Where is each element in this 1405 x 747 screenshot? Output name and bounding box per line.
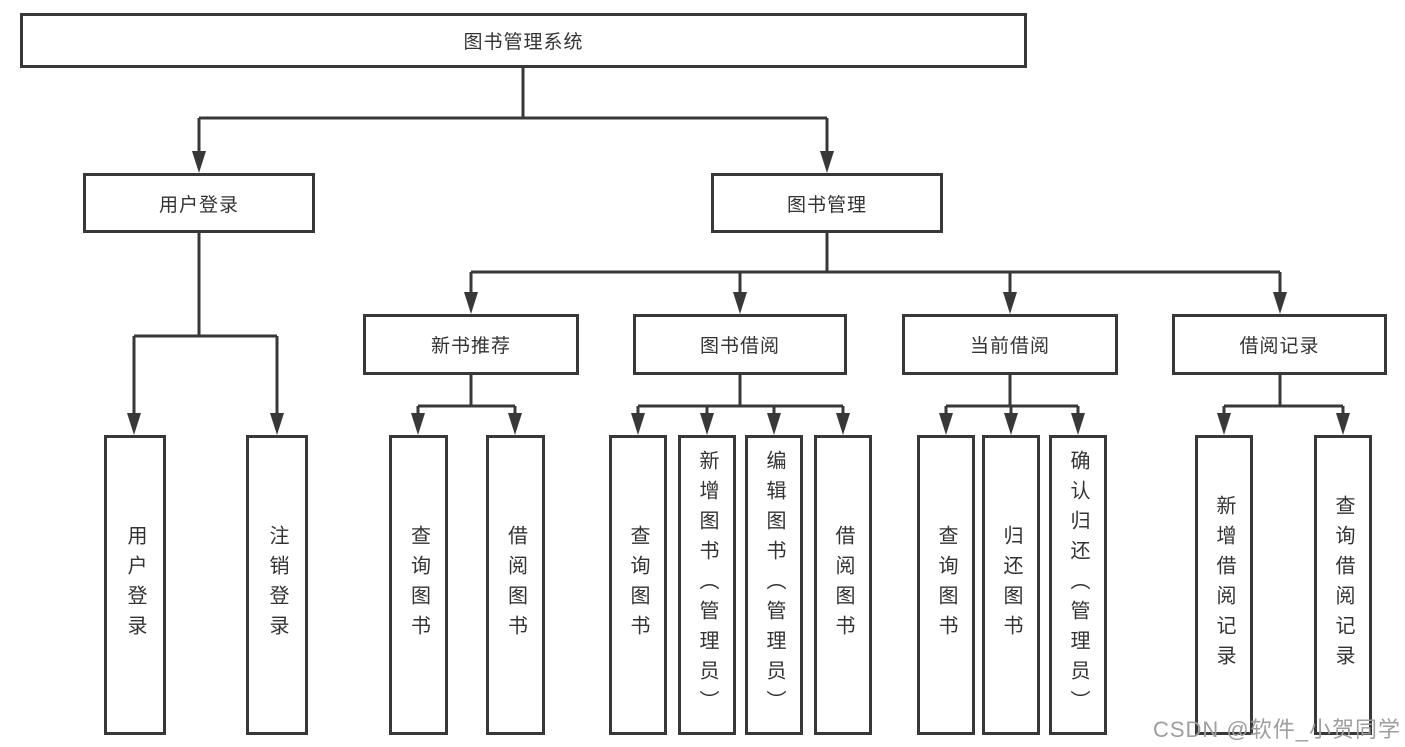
leaf-label: 借阅图书	[832, 525, 854, 645]
leaf-add-books-admin: 新增图书（管理员）	[678, 435, 736, 735]
leaf-label: 新增借阅记录	[1213, 495, 1235, 675]
leaf-return-books: 归还图书	[982, 435, 1040, 735]
leaf-label: 确认归还（管理员）	[1067, 450, 1089, 720]
leaf-label: 注销登录	[266, 525, 288, 645]
node-new-book-recommend: 新书推荐	[363, 314, 579, 375]
connector-paths	[132, 68, 1345, 417]
node-book-borrowing: 图书借阅	[633, 314, 847, 375]
leaf-confirm-return-admin: 确认归还（管理员）	[1049, 435, 1107, 735]
leaf-label: 归还图书	[1000, 525, 1022, 645]
leaf-query-borrow-record: 查询借阅记录	[1314, 435, 1372, 735]
arrowheads	[127, 151, 1350, 435]
leaf-query-books-recommend: 查询图书	[389, 435, 448, 735]
leaf-label: 查询图书	[627, 525, 649, 645]
csdn-watermark: CSDN @软件_小贺同学	[1152, 717, 1401, 742]
node-library-management-system: 图书管理系统	[20, 13, 1027, 68]
leaf-edit-books-admin: 编辑图书（管理员）	[745, 435, 803, 735]
leaf-borrow-books-borrow: 借阅图书	[814, 435, 872, 735]
leaf-label: 借阅图书	[504, 525, 527, 645]
node-borrowing-records: 借阅记录	[1172, 314, 1387, 375]
leaf-add-borrow-record: 新增借阅记录	[1195, 435, 1253, 735]
leaf-label: 用户登录	[124, 525, 146, 645]
leaf-query-books-current: 查询图书	[917, 435, 975, 735]
leaf-label: 查询图书	[407, 525, 430, 645]
leaf-user-login: 用户登录	[104, 435, 166, 735]
leaf-borrow-books-recommend: 借阅图书	[486, 435, 545, 735]
node-user-login: 用户登录	[83, 173, 315, 233]
node-current-borrowing: 当前借阅	[902, 314, 1118, 375]
leaf-label: 查询图书	[935, 525, 957, 645]
leaf-query-books-borrow: 查询图书	[609, 435, 667, 735]
leaf-label: 新增图书（管理员）	[696, 450, 718, 720]
node-book-management: 图书管理	[711, 173, 943, 233]
leaf-label: 查询借阅记录	[1332, 495, 1354, 675]
leaf-logout-login: 注销登录	[246, 435, 308, 735]
leaf-label: 编辑图书（管理员）	[763, 450, 785, 720]
